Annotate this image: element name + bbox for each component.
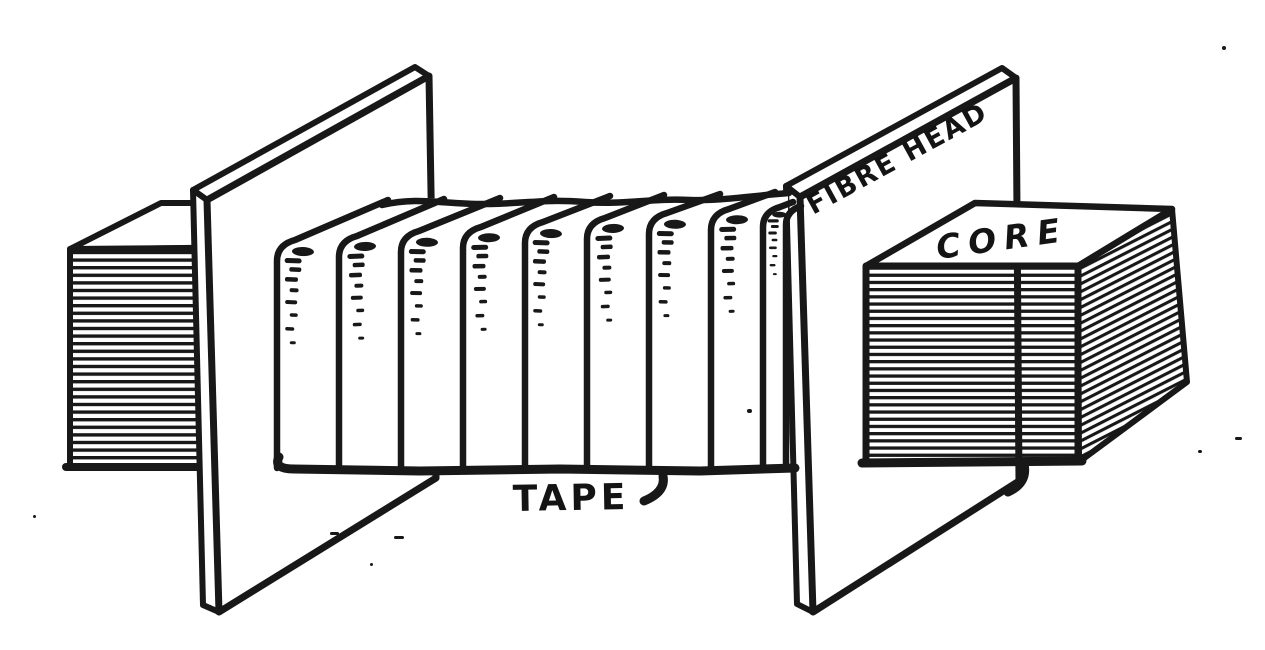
board-corner-hook [1003, 459, 1030, 497]
tape-winding [273, 188, 805, 476]
right-core-stack [857, 199, 1190, 497]
left-core-laminations [70, 247, 198, 466]
left-core-front-top-edge [67, 244, 202, 252]
coil-silhouette [277, 193, 789, 469]
ink-specks [33, 46, 1242, 566]
left-core-top-face [67, 200, 203, 252]
tape-label: TAPE [512, 477, 629, 520]
coil-bottom-edge [273, 452, 800, 476]
tape-segment-edges [273, 188, 805, 472]
coil-top-ridge [378, 189, 793, 209]
right-core-bottom-edge [857, 456, 1087, 468]
right-core-front-face [862, 262, 1082, 466]
tape-leader-hook [639, 471, 668, 506]
left-core-stack [62, 200, 206, 471]
